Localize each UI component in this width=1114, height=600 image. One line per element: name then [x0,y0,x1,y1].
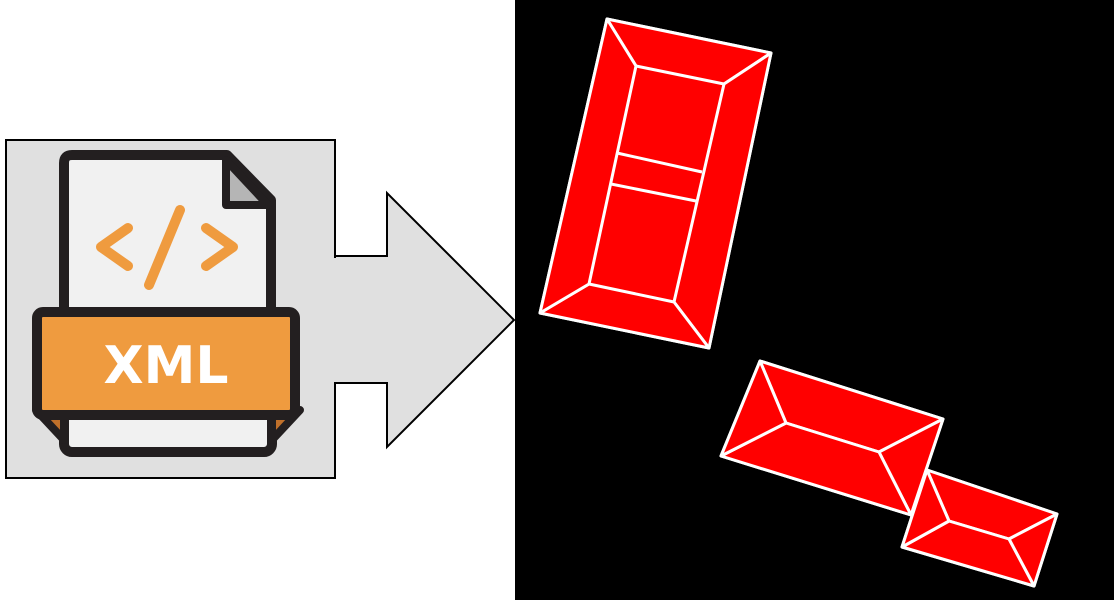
xml-label: XML [104,336,229,396]
right-arrow-icon [334,190,516,450]
small-building-footprint [900,468,1059,588]
building-footprints [538,17,1059,588]
code-tag-icon [96,205,238,290]
medium-building-footprint [719,359,945,517]
xml-file-icon: XML [32,150,304,457]
large-building-footprint [538,17,773,350]
